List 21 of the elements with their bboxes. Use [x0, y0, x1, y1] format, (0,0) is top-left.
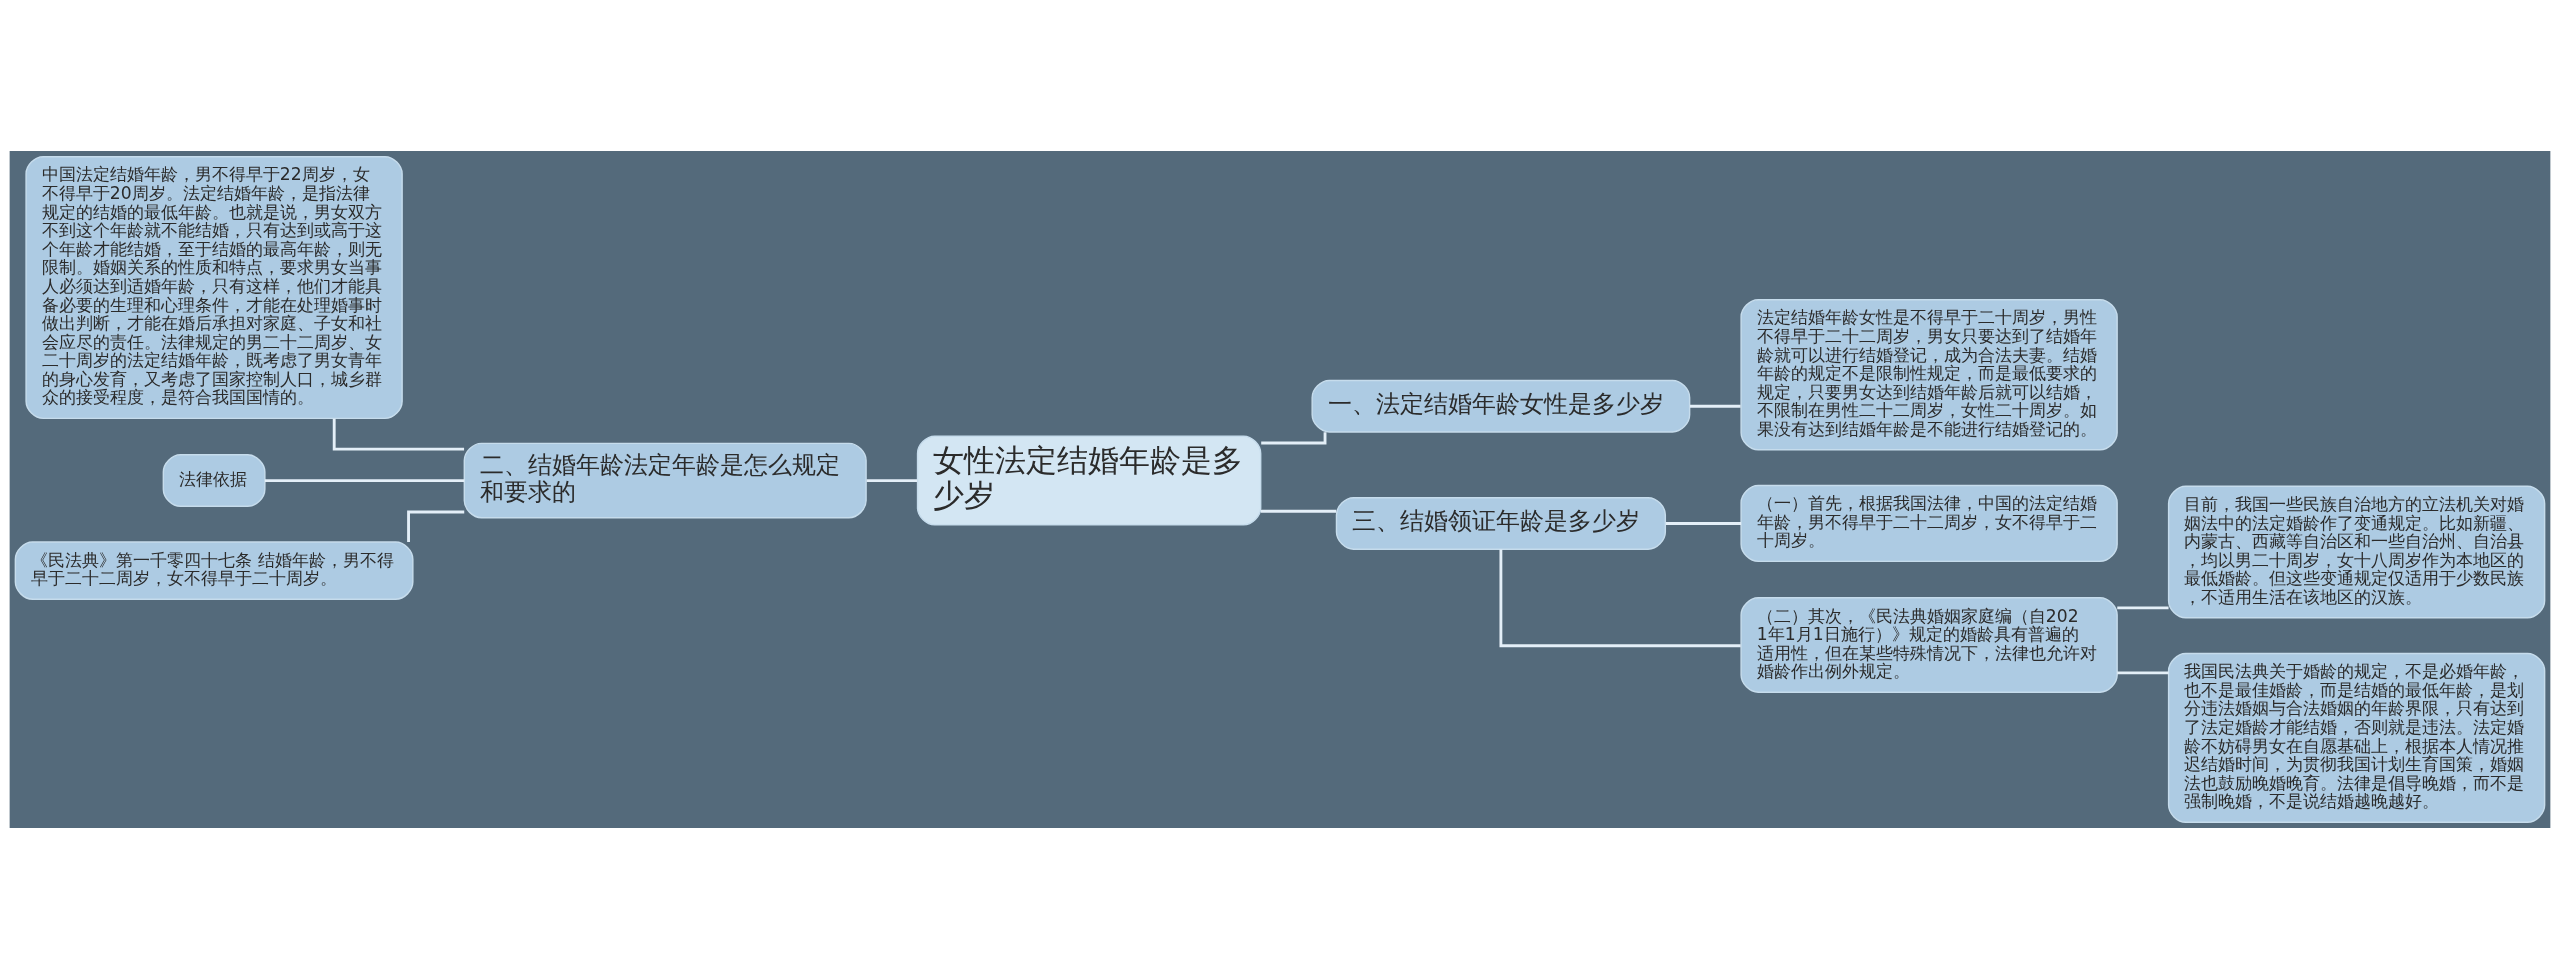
connector — [1261, 432, 1327, 445]
node-box: 法律依据 — [162, 454, 266, 507]
node-box: 一、法定结婚年龄女性是多少岁 — [1311, 379, 1691, 433]
connector — [1689, 404, 1741, 408]
node-box: （一）首先，根据我国法律，中国的法定结婚年龄，男不得早于二十二周岁，女不得早于二十周岁。 — [1740, 484, 2118, 563]
connector — [1499, 549, 1741, 648]
connector — [866, 479, 918, 482]
connector — [1665, 522, 1742, 525]
connector — [1260, 509, 1337, 513]
connector — [2117, 671, 2169, 675]
node-box: （二）其次，《民法典婚姻家庭编（自2021年1月1日施行）》规定的婚龄具有普遍的适用性，但在某些特殊情况下，法律也允许对婚龄作出例外规定。 — [1740, 597, 2118, 693]
node-box: 三、结婚领证年龄是多少岁 — [1335, 497, 1667, 550]
node-box: 我国民法典关于婚龄的规定，不是必婚年龄，也不是最佳婚龄，而是结婚的最低年龄，是划分违法婚姻与合法婚姻的年龄界限，只有达到了法定婚龄才能结婚，否则就是违法。法定婚龄不妨碍男女在自愿基础上，根据本人情况推迟结婚时间，为贯彻我国计划生育国策，婚姻法也鼓励晚婚晚育。法律是倡导晚婚，而不是强制晚婚，不是说结婚越晚越好。 — [2167, 652, 2546, 823]
node-box: 《民法典》第一千零四十七条 结婚年龄，男不得早于二十二周岁，女不得早于二十周岁。 — [14, 541, 414, 600]
connector — [264, 479, 465, 482]
node-box: 中国法定结婚年龄，男不得早于22周岁，女不得早于20周岁。法定结婚年龄，是指法律规定的结婚的最低年龄。也就是说，男女双方不到这个年龄就不能结婚，只有达到或高于这个年龄才能结婚，至于结婚的最高年龄，则无限制。婚姻关系的性质和特点，要求男女当事人必须达到适婚年龄，只有这样，他们才能具备必要的生理和心理条件，才能在处理婚事时做出判断，才能在婚后承担对家庭、子女和社会应尽的责任。法律规定的男二十二周岁、女二十周岁的法定结婚年龄，既考虑了男女青年的身心发育，又考虑了国家控制人口，城乡群众的接受程度，是符合我国国情的。 — [25, 156, 403, 420]
node-box: 二、结婚年龄法定年龄是怎么规定和要求的 — [463, 442, 867, 519]
node-box: 法定结婚年龄女性是不得早于二十周岁，男性不得早于二十二周岁，男女只要达到了结婚年龄就可以进行结婚登记，成为合法夫妻。结婚年龄的规定不是限制性规定，而是最低要求的规定，只要男女达到结婚年龄后就可以结婚，不限制在男性二十二周岁，女性二十周岁。如果没有达到结婚年龄是不能进行结婚登记的。 — [1740, 299, 2118, 451]
node-box: 目前，我国一些民族自治地方的立法机关对婚姻法中的法定婚龄作了变通规定。比如新疆、内蒙古、西藏等自治区和一些自治州、自治县，均以男二十周岁，女十八周岁作为本地区的最低婚龄。但这些变通规定仅适用于少数民族，不适用生活在该地区的汉族。 — [2167, 485, 2546, 619]
node-box: 女性法定结婚年龄是多少岁 — [916, 435, 1262, 526]
connector — [2117, 606, 2169, 610]
